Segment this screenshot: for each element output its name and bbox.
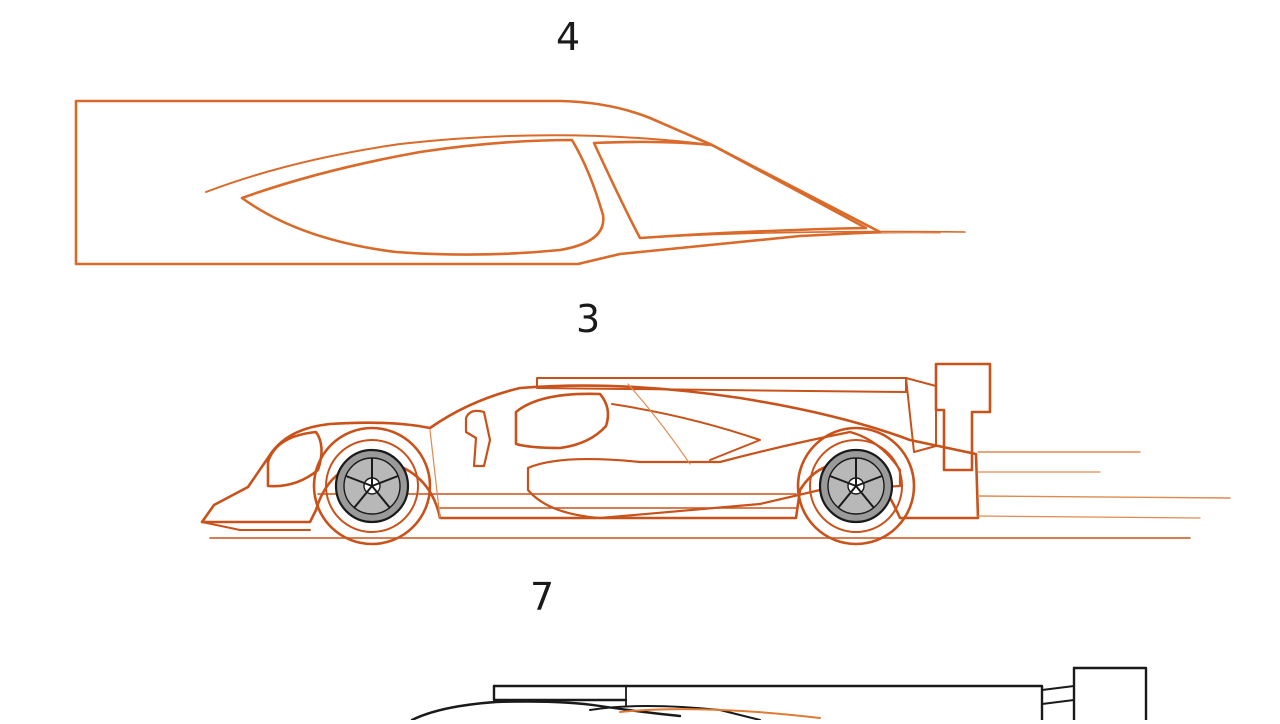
step-3-rear-wing — [934, 362, 992, 472]
step-4-rear-window — [592, 140, 868, 240]
step-7-window-line — [589, 705, 761, 721]
step-3-construction-line — [429, 429, 441, 519]
step-3-front-splitter — [201, 521, 311, 531]
step-3-car-drawing — [200, 362, 1231, 539]
step-7-orange-accent — [619, 708, 821, 719]
step-3-cockpit-window — [514, 392, 610, 450]
step-number-7: 7 — [530, 575, 555, 619]
step-3-side-window-line — [611, 403, 761, 461]
step-number-4: 4 — [556, 15, 581, 59]
step-4-tail-line-2 — [799, 232, 941, 237]
step-3-mirror — [464, 409, 492, 468]
step-3-construction-line-2 — [627, 383, 691, 465]
step-4-front-window — [240, 138, 605, 256]
step-3-roof-fin — [536, 377, 907, 393]
step-3-main-body — [200, 384, 980, 524]
step-7-rear-wing — [1072, 666, 1148, 722]
step-3-speed-line-4 — [977, 515, 1201, 519]
step-4-body-outline — [74, 99, 882, 266]
step-7-roof-fin-lower — [492, 684, 628, 702]
step-7-car-drawing — [410, 666, 1148, 722]
step-3-side-pod — [526, 430, 902, 520]
step-number-3: 3 — [576, 297, 601, 341]
step-4-tail-line — [639, 230, 966, 239]
step-4-canopy-drawing — [74, 99, 966, 266]
step-3-front-wheel — [312, 426, 432, 546]
step-3-rear-wheel — [796, 426, 916, 546]
step-7-wing-strut — [1041, 685, 1075, 705]
step-3-headlight — [266, 430, 323, 488]
step-7-roof-fin — [492, 684, 1044, 722]
step-3-speed-line-3 — [977, 495, 1231, 499]
step-4-roof-line — [205, 134, 713, 193]
